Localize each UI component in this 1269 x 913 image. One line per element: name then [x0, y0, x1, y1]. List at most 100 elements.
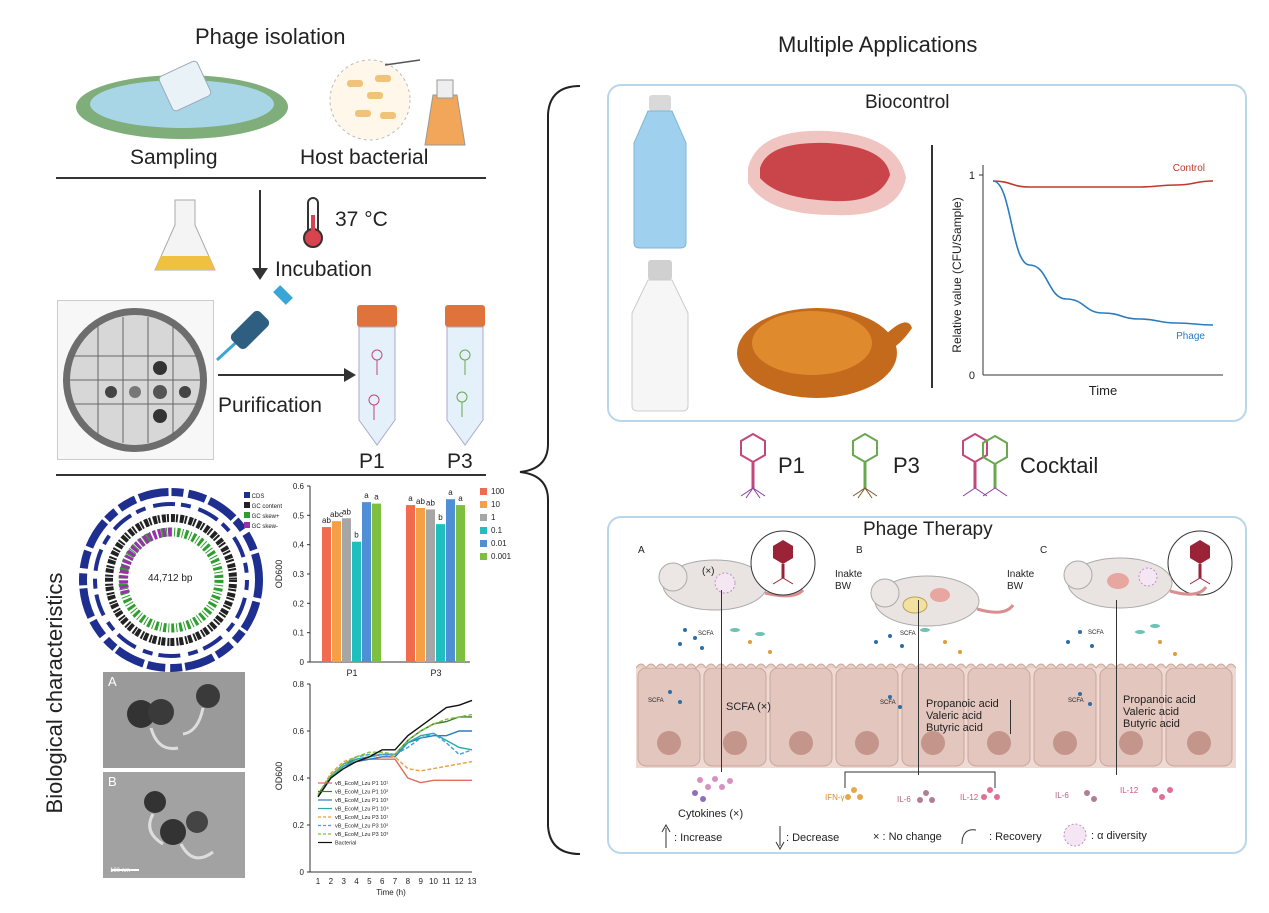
alpha-diversity-icon: [1063, 823, 1087, 847]
bar: [406, 505, 415, 662]
series-line-phage: [992, 180, 1214, 326]
bar-label: b: [438, 513, 443, 522]
mouse-b-intake: Inakte: [835, 569, 863, 580]
tem-image-a: [103, 672, 245, 768]
legend-swatch: [480, 488, 487, 495]
bar: [436, 524, 445, 662]
bar-label: ab: [342, 507, 351, 516]
y-axis-label: OD600: [274, 762, 284, 791]
scfa-label-c-cell: SCFA: [1068, 698, 1084, 704]
legend-decrease: : Decrease: [786, 832, 840, 844]
y-tick-label: 0.6: [293, 482, 305, 491]
cytokine-il12-b: IL-12: [960, 793, 979, 802]
bar-label: ab: [426, 498, 435, 507]
phage-circle-icon: [1167, 530, 1233, 596]
series-line: [317, 732, 473, 798]
bar-label: b: [354, 531, 359, 540]
signal-line-a: [721, 590, 722, 772]
scale-bar-label: 100 nm: [110, 868, 131, 874]
biocontrol-title: Biocontrol: [865, 92, 950, 113]
x-tick-label: P3: [430, 668, 441, 678]
purification-label: Purification: [218, 394, 322, 417]
applications-title: Multiple Applications: [778, 32, 978, 57]
milk-bottle-icon: [631, 260, 689, 412]
phage-p1-label: P1: [778, 453, 805, 478]
x-tick-label: 10: [429, 877, 438, 886]
bar: [372, 503, 381, 662]
bio-characteristics-title: Biological characteristics: [42, 572, 67, 814]
tube-p3-label: P3: [447, 450, 473, 473]
x-tick-label: 7: [393, 877, 398, 886]
x-axis-label: Time (h): [376, 888, 406, 897]
legend-label: vB_EcoM_Lzu P1 10³: [335, 798, 388, 804]
bar-label: a: [364, 491, 369, 500]
bar: [456, 505, 465, 662]
phage-p1-icon: [740, 432, 766, 499]
brace: [519, 85, 581, 855]
pond-illustration: [76, 60, 288, 139]
series-line: [317, 753, 473, 795]
series-label: Control: [1173, 163, 1205, 174]
plaque-plate: [57, 300, 214, 460]
bar-label: abc: [330, 510, 343, 519]
biocontrol-panel: [607, 84, 1247, 422]
y-tick-label: 0.3: [293, 570, 305, 579]
intestine-epithelium: [636, 663, 1236, 768]
legend-swatch: [480, 553, 487, 560]
legend-label: vB_EcoM_Lzu P3 10¹: [335, 815, 388, 821]
x-tick-label: 9: [418, 877, 423, 886]
scfa-label-b-top: SCFA: [900, 631, 916, 637]
divider: [56, 474, 486, 476]
legend-alpha-diversity: : α diversity: [1091, 830, 1147, 842]
cytokine-il12-c: IL-12: [1120, 786, 1139, 795]
bar-label: a: [458, 494, 463, 503]
x-tick-label: 4: [354, 877, 359, 886]
phage-p3-icon: [852, 432, 878, 499]
x-tick-label: 13: [468, 877, 477, 886]
legend-label: vB_EcoM_Lzu P1 10¹: [335, 781, 388, 787]
cytokine-il6-c: IL-6: [1055, 791, 1069, 800]
mouse-c-intake: Inakte: [1007, 569, 1035, 580]
thermometer-icon: [303, 197, 323, 248]
genome-map: [79, 488, 263, 672]
legend-swatch: [480, 540, 487, 547]
bar: [362, 502, 371, 662]
legend-label: vB_EcoM_Lzu P1 10²: [335, 790, 388, 796]
legend-label: 100: [491, 487, 505, 496]
x-tick-label: 11: [442, 877, 451, 886]
scfa-label-a-cell: SCFA: [648, 698, 664, 704]
legend-arrows: [661, 823, 977, 851]
incubation-label: Incubation: [275, 258, 372, 281]
legend-no-change: × : No change: [873, 831, 942, 843]
legend-swatch: [480, 501, 487, 508]
series-line: [317, 713, 473, 795]
chart-divider: [931, 145, 933, 388]
legend-recovery: : Recovery: [989, 831, 1042, 843]
tube-p1-label: P1: [359, 450, 385, 473]
tem-image-b: [103, 772, 245, 878]
y-tick-label: 0.4: [293, 774, 305, 783]
pipette-icon: [215, 285, 293, 362]
meat-icon: [748, 130, 906, 216]
series-line-control: [992, 180, 1214, 188]
series-line: [317, 699, 473, 798]
cytokine-clusters: [692, 776, 1173, 803]
bar: [332, 521, 341, 662]
chicken-icon: [737, 308, 912, 398]
temperature-label: 37 °C: [335, 208, 388, 231]
arrow-head: [344, 368, 356, 382]
bar: [426, 509, 435, 662]
y-tick-label: 0.4: [293, 541, 305, 550]
legend-label: Bacterial: [335, 841, 356, 847]
legend-label: 0.001: [491, 552, 512, 561]
cytokines-a: Cytokines (×): [678, 808, 744, 820]
bar-label: a: [448, 488, 453, 497]
signal-line-c: [1116, 600, 1117, 775]
genome-size: 44,712 bp: [148, 573, 193, 584]
phage-p3-label: P3: [893, 453, 920, 478]
legend-label: vB_EcoM_Lzu P1 10⁴: [335, 806, 389, 813]
